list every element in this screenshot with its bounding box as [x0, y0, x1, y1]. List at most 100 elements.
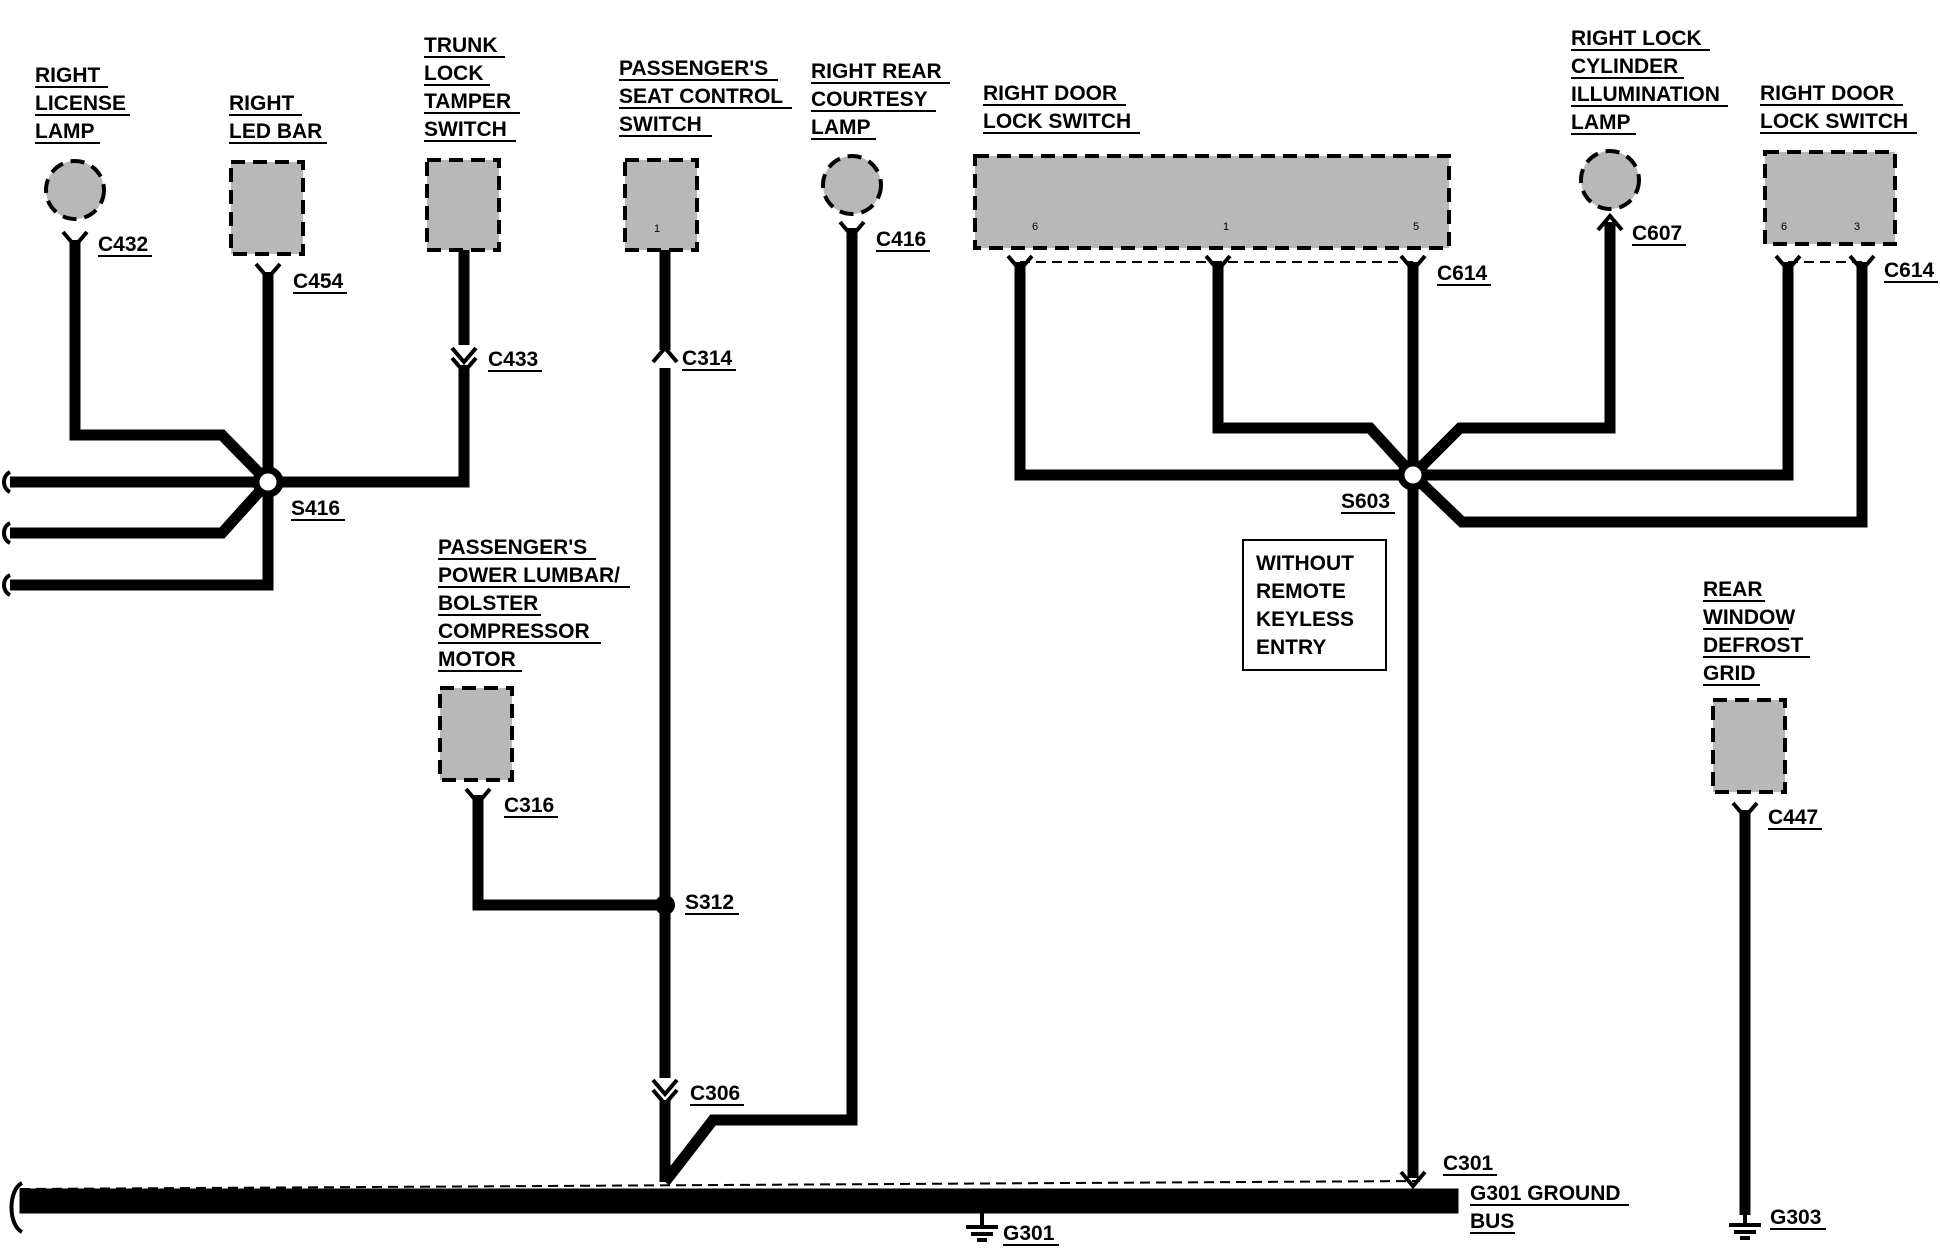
splice-s603 — [1397, 459, 1429, 491]
right-door-lock-switch-2-symbol — [1763, 150, 1897, 246]
right-led-bar-symbol — [229, 160, 305, 256]
label-s603: S603 — [1341, 490, 1390, 513]
wire-lock-cylinder-lamp — [1409, 222, 1616, 479]
wire-s416-left-3 — [10, 482, 274, 591]
note-line-3: KEYLESS — [1256, 608, 1354, 631]
door-switch-1-pin-1: 1 — [1223, 221, 1229, 233]
splice-s416 — [252, 466, 284, 498]
svg-text:RIGHT REAR: RIGHT REAR — [811, 60, 942, 83]
trunk-lock-tamper-switch-symbol — [425, 158, 501, 252]
connector-c432-fork — [61, 230, 89, 250]
svg-text:LAMP: LAMP — [811, 116, 871, 139]
seat-switch-pin-1: 1 — [654, 223, 660, 235]
connector-labels: C432 C454 C433 C314 C416 C614 C607 C614 … — [98, 222, 1938, 1246]
splice-s312 — [655, 895, 675, 915]
wire-lumbar-motor — [472, 795, 665, 911]
label-right-lock-cylinder-illumination-lamp: RIGHT LOCK CYLINDER ILLUMINATION LAMP — [1571, 27, 1728, 135]
label-right-led-bar: RIGHT LED BAR — [229, 92, 327, 144]
label-g301: G301 — [1003, 1222, 1055, 1245]
door-switch-1-pin-6: 6 — [1032, 221, 1038, 233]
c301-dashed-link — [19, 1180, 1421, 1190]
door-switch-2-pin-6: 6 — [1781, 221, 1787, 233]
connector-c614-fork-a2 — [1204, 254, 1232, 274]
svg-text:REAR: REAR — [1703, 578, 1763, 601]
wire-door-switch-2-pin6 — [1413, 262, 1794, 481]
svg-text:LOCK: LOCK — [424, 62, 484, 85]
svg-text:TRUNK: TRUNK — [424, 34, 498, 57]
door-switch-2-pin-3: 3 — [1854, 221, 1860, 233]
connector-c607-arrow — [1596, 212, 1624, 232]
wire-door-switch-1-pin6 — [1014, 262, 1413, 481]
connector-c454-fork — [254, 262, 282, 282]
label-g301-ground-bus-line-2: BUS — [1470, 1210, 1514, 1233]
note-without-remote-keyless-entry: WITHOUT REMOTE KEYLESS ENTRY — [1242, 539, 1387, 671]
label-g301-ground-bus-line-1: G301 GROUND — [1470, 1182, 1621, 1205]
splice-points — [252, 459, 1429, 915]
note-line-1: WITHOUT — [1256, 552, 1354, 575]
note-box — [1242, 539, 1387, 671]
svg-text:RIGHT LOCK: RIGHT LOCK — [1571, 27, 1702, 50]
label-c614-b: C614 — [1884, 259, 1935, 282]
label-right-door-lock-switch-2: RIGHT DOOR LOCK SWITCH — [1760, 82, 1917, 134]
svg-text:RIGHT: RIGHT — [35, 64, 101, 87]
svg-text:TAMPER: TAMPER — [424, 90, 511, 113]
ground-g301-symbol — [966, 1213, 998, 1242]
continuation-marks — [2, 470, 12, 597]
connector-c301-fork — [1399, 1170, 1427, 1190]
seat-control-switch-symbol — [623, 158, 699, 252]
wire-door-switch-2-pin3 — [1409, 262, 1868, 528]
label-trunk-lock-tamper-switch: TRUNK LOCK TAMPER SWITCH — [424, 34, 520, 142]
connector-c447-fork — [1731, 801, 1759, 821]
svg-text:PASSENGER'S: PASSENGER'S — [438, 536, 587, 559]
wire-courtesy-lamp — [660, 228, 858, 1186]
svg-text:LAMP: LAMP — [1571, 111, 1631, 134]
svg-text:GRID: GRID — [1703, 662, 1756, 685]
label-c314: C314 — [682, 347, 733, 370]
connector-c316-fork — [464, 787, 492, 807]
ground-g303-symbol — [1729, 1215, 1761, 1240]
label-rear-window-defrost-grid: REAR WINDOW DEFROST GRID — [1703, 578, 1810, 686]
svg-text:WINDOW: WINDOW — [1703, 606, 1795, 629]
label-c432: C432 — [98, 233, 148, 256]
wire-s416-left-2 — [10, 478, 273, 539]
wires — [10, 222, 1868, 1215]
svg-text:POWER LUMBAR/: POWER LUMBAR/ — [438, 564, 620, 587]
continuation-mark-3 — [2, 573, 12, 597]
label-passengers-power-lumbar-motor: PASSENGER'S POWER LUMBAR/ BOLSTER COMPRE… — [438, 536, 630, 672]
connector-c306-fork — [651, 1078, 679, 1108]
wire-trunk-tamper-switch-lower — [268, 365, 470, 488]
ground-bus-bar — [19, 1188, 1459, 1214]
svg-text:ILLUMINATION: ILLUMINATION — [1571, 83, 1720, 106]
label-right-rear-courtesy-lamp: RIGHT REAR COURTESY LAMP — [811, 60, 950, 140]
svg-text:LOCK SWITCH: LOCK SWITCH — [983, 110, 1131, 133]
connector-c416-fork — [838, 220, 866, 240]
label-c316: C316 — [504, 794, 554, 817]
label-c416: C416 — [876, 228, 926, 251]
label-c301: C301 — [1443, 1152, 1494, 1175]
svg-text:LOCK SWITCH: LOCK SWITCH — [1760, 110, 1908, 133]
svg-text:COMPRESSOR: COMPRESSOR — [438, 620, 590, 643]
label-c607: C607 — [1632, 222, 1682, 245]
label-right-license-lamp: RIGHT LICENSE LAMP — [35, 64, 130, 144]
svg-text:MOTOR: MOTOR — [438, 648, 516, 671]
right-license-lamp-symbol — [44, 159, 106, 221]
note-line-2: REMOTE — [1256, 580, 1346, 603]
label-g303: G303 — [1770, 1206, 1821, 1229]
connector-c314-fork — [651, 344, 679, 364]
right-lock-cylinder-lamp-symbol — [1579, 149, 1641, 211]
label-c306: C306 — [690, 1082, 740, 1105]
wire-door-switch-1-pin1 — [1212, 262, 1418, 479]
component-shapes — [44, 149, 1897, 794]
label-passengers-seat-control-switch: PASSENGER'S SEAT CONTROL SWITCH — [619, 57, 792, 137]
svg-text:RIGHT DOOR: RIGHT DOOR — [1760, 82, 1894, 105]
connector-c433-fork — [450, 346, 478, 376]
g301-ground-bus — [9, 1181, 1459, 1234]
svg-text:SWITCH: SWITCH — [424, 118, 507, 141]
svg-text:CYLINDER: CYLINDER — [1571, 55, 1678, 78]
svg-text:COURTESY: COURTESY — [811, 88, 928, 111]
label-right-door-lock-switch-1: RIGHT DOOR LOCK SWITCH — [983, 82, 1140, 134]
svg-text:BOLSTER: BOLSTER — [438, 592, 538, 615]
dashed-connector-lines — [19, 261, 1862, 1190]
svg-text:RIGHT DOOR: RIGHT DOOR — [983, 82, 1117, 105]
lumbar-motor-symbol — [438, 686, 514, 782]
